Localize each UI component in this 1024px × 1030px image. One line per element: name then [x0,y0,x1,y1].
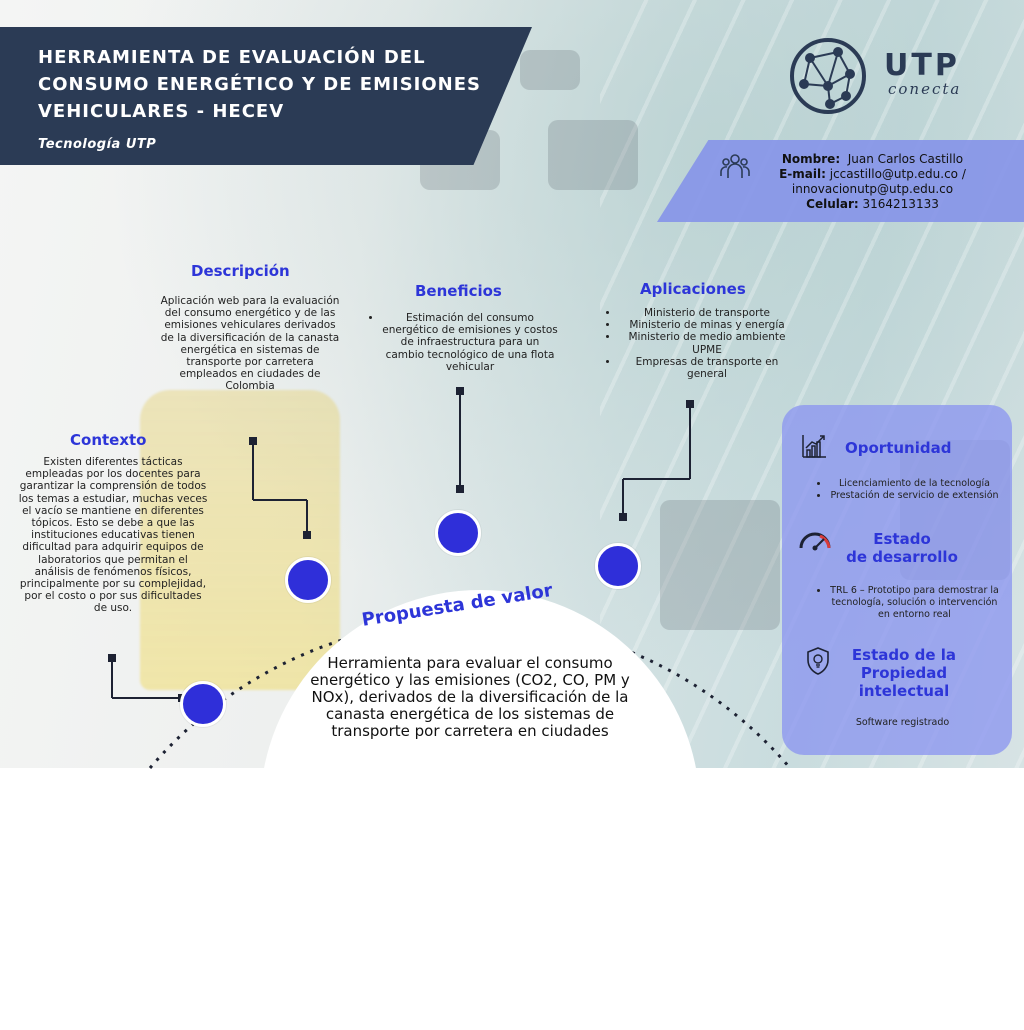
lightbulb-shield-icon [807,647,829,675]
list-item: Ministerio de minas y energía [619,319,795,331]
timeline-dot-aplicaciones [595,543,641,589]
logo-tagline: conecta [888,80,962,98]
right-info-panel [782,405,1012,755]
title-banner [0,27,532,165]
connector-lines [108,387,792,769]
aplicaciones-heading: Aplicaciones [640,280,746,298]
page-subtitle: Tecnología UTP [38,137,157,152]
propiedad-heading-line2: Propiedad [860,664,948,682]
contact-email: jccastillo@utp.edu.co / innovacionutp@ut… [791,167,966,196]
list-item: Estimación del consumo energético de emi… [382,312,558,373]
beneficios-heading: Beneficios [415,282,502,300]
value-proposition-text: Herramienta para evaluar el consumo ener… [310,654,630,740]
propiedad-heading-line1: Estado de la [851,646,957,664]
timeline-dot-beneficios [435,510,481,556]
contact-phone-label: Celular: [806,197,859,211]
background-car [660,500,780,630]
estado-desarrollo-heading-line1: Estado [873,530,931,548]
list-item: Ministerio de medio ambiente UPME [619,331,795,355]
aplicaciones-list: Ministerio de transporte Ministerio de m… [605,307,795,380]
logo-name: UTP [884,48,960,83]
descripcion-text: Aplicación web para la evaluación del co… [160,295,340,393]
contact-name: Juan Carlos Castillo [847,152,964,166]
people-icon [720,154,750,178]
background-car [520,50,580,90]
timeline-dot-contexto [180,681,226,727]
timeline-dot-descripcion [285,557,331,603]
propiedad-text: Software registrado [855,717,950,728]
list-item: TRL 6 – Prototipo para demostrar la tecn… [829,585,1000,621]
background-car [548,120,638,190]
background-bus [140,390,340,690]
oportunidad-list: Licenciamiento de la tecnología Prestaci… [815,478,1000,502]
estado-desarrollo-list: TRL 6 – Prototipo para demostrar la tecn… [815,585,1000,621]
growth-chart-icon [802,435,826,458]
beneficios-list: Estimación del consumo energético de emi… [368,312,558,373]
contact-phone: 3164213133 [862,197,939,211]
estado-desarrollo-heading: Estado de desarrollo [842,530,962,566]
oportunidad-heading: Oportunidad [845,439,952,457]
contact-name-label: Nombre: [781,152,841,166]
utp-network-logo-icon [790,38,866,114]
list-item: Empresas de transporte en general [619,356,795,380]
propiedad-heading: Estado de la Propiedad intelectual [840,646,968,700]
list-item: Prestación de servicio de extensión [829,490,1000,502]
descripcion-heading: Descripción [191,262,290,280]
contact-info: Nombre: Juan Carlos Castillo E-mail: jcc… [770,152,975,212]
propiedad-heading-line3: intelectual [858,682,950,700]
contact-banner [657,140,1024,222]
gauge-icon [799,532,831,551]
list-item: Licenciamiento de la tecnología [829,478,1000,490]
list-item: Ministerio de transporte [619,307,795,319]
page-title: HERRAMIENTA DE EVALUACIÓN DEL CONSUMO EN… [38,47,481,122]
estado-desarrollo-heading-line2: de desarrollo [846,548,958,566]
contexto-text: Existen diferentes tácticas empleadas po… [18,456,208,615]
contact-email-label: E-mail: [779,167,826,181]
contexto-heading: Contexto [70,431,147,449]
